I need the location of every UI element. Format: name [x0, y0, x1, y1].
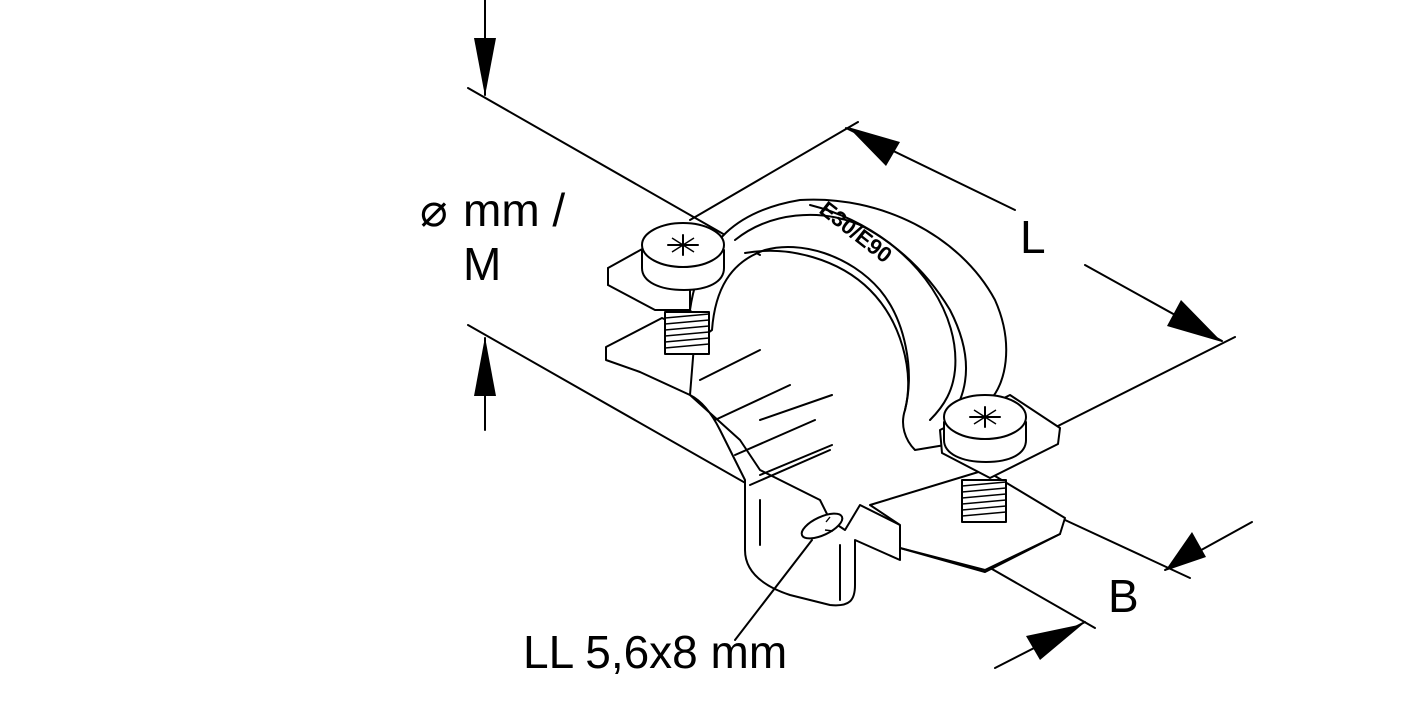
- width-dimension: [984, 519, 1253, 669]
- diameter-dimension: [467, 0, 771, 498]
- slot-label: LL 5,6x8 mm: [523, 626, 787, 678]
- pipe-clamp: E30/E90: [605, 196, 1066, 607]
- lower-saddle-channel: [689, 394, 901, 607]
- dimension-arrow-icon: [848, 127, 900, 166]
- dimension-arrow-icon: [474, 38, 496, 96]
- cross-recess-screw-icon: [943, 394, 1027, 463]
- dimension-arrow-icon: [1165, 532, 1206, 571]
- left-screw-thread: [664, 311, 710, 355]
- length-label: L: [1020, 211, 1046, 263]
- dimension-arrow-icon: [474, 337, 496, 396]
- clamp-band: [689, 198, 1008, 451]
- slot-leader-line: [734, 539, 813, 641]
- cross-recess-screw-icon: [641, 222, 725, 291]
- dimension-arrow-icon: [1026, 624, 1083, 660]
- diameter-label: mm /: [463, 184, 565, 236]
- length-dimension: [689, 121, 1236, 436]
- diameter-symbol: ⌀: [420, 184, 448, 236]
- right-screw-thread: [961, 479, 1007, 523]
- width-label: B: [1108, 570, 1139, 622]
- mounting-slot: [800, 512, 844, 540]
- thread-label: M: [463, 238, 501, 290]
- dimension-arrow-icon: [1167, 300, 1222, 342]
